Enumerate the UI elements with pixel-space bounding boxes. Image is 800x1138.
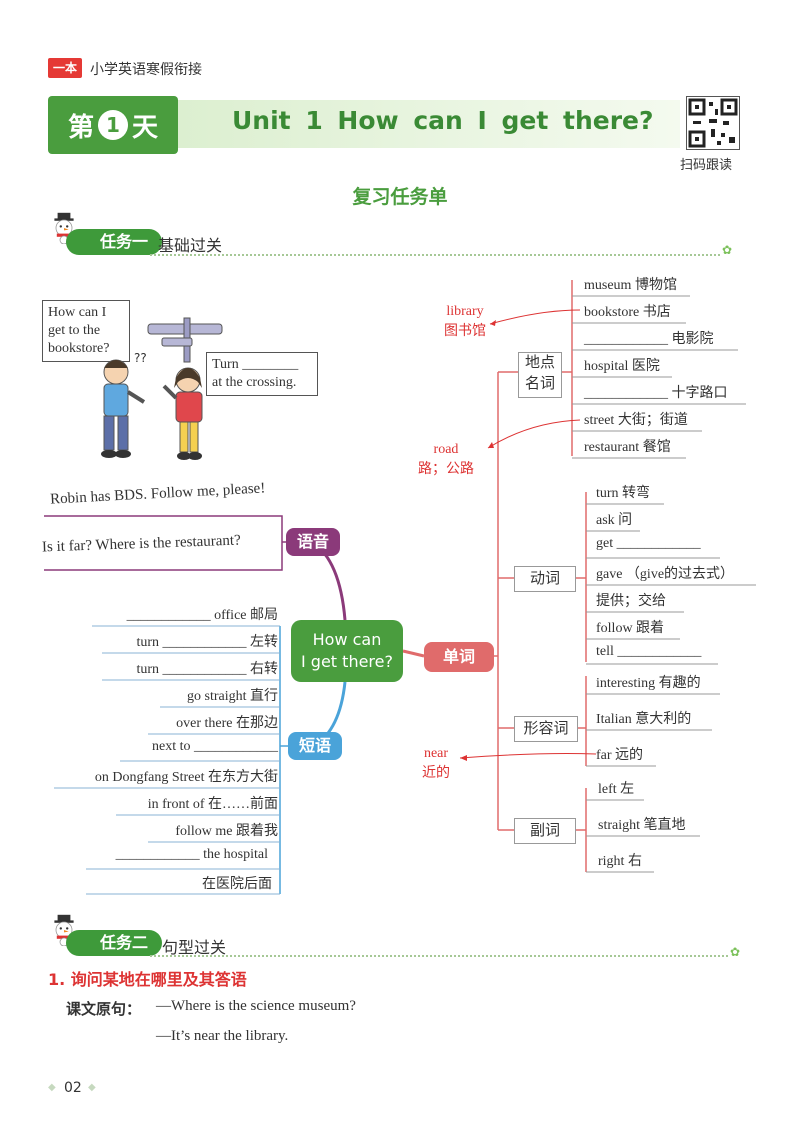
phrase-item: turn ____________ 右转 xyxy=(136,662,278,677)
document-title: 复习任务单 xyxy=(352,186,448,208)
phrase-item: 在医院后面 xyxy=(202,877,272,892)
qr-label: 扫码跟读 xyxy=(680,158,733,173)
bubble-line: at the crossing. xyxy=(212,375,297,390)
category-place-nouns: 地点 名词 xyxy=(518,352,562,398)
question-marks: ?? xyxy=(134,351,147,365)
note-zh: 路；公路 xyxy=(418,462,474,477)
note-en: road xyxy=(433,442,459,457)
phrase-item: follow me 跟着我 xyxy=(175,824,278,839)
day-prefix: 第 xyxy=(67,112,94,143)
flower-icon: ✿ xyxy=(730,945,741,959)
node-phrases: 短语 xyxy=(288,732,342,760)
note-en: near xyxy=(423,746,449,761)
category-verbs: 动词 xyxy=(514,566,576,592)
word-item: museum 博物馆 xyxy=(584,278,677,293)
sentence-line-1: —Where is the science museum? xyxy=(156,998,356,1014)
word-item: left 左 xyxy=(598,782,635,797)
category-line: 地点 xyxy=(524,355,555,371)
word-item: restaurant 餐馆 xyxy=(584,440,671,455)
word-item: interesting 有趣的 xyxy=(596,676,701,691)
word-item: ask 问 xyxy=(596,513,633,528)
dot-ornament-icon: ◆ xyxy=(48,1082,56,1093)
brand-logo: 一本 xyxy=(48,58,82,78)
phrase-item: in front of 在……前面 xyxy=(147,797,278,812)
node-words: 单词 xyxy=(424,642,494,672)
mindmap-center-node: How can I get there? xyxy=(291,620,403,682)
word-item: far 远的 xyxy=(596,748,644,763)
phrase-item: turn ____________ 左转 xyxy=(136,635,278,650)
category-adverbs: 副词 xyxy=(514,818,576,844)
unit-title: Unit 1 How can I get there? xyxy=(232,106,654,135)
word-item: Italian 意大利的 xyxy=(596,712,692,727)
note-road: road 路；公路 xyxy=(418,440,474,480)
bubble-line: get to the xyxy=(48,323,101,338)
day-suffix: 天 xyxy=(132,112,159,143)
center-line-2: I get there? xyxy=(301,652,393,671)
word-item: right 右 xyxy=(598,854,642,869)
note-library: library 图书馆 xyxy=(444,302,486,342)
category-line: 名词 xyxy=(524,376,555,392)
phrase-item: on Dongfang Street 在东方大街 xyxy=(94,770,278,785)
word-item: get ____________ xyxy=(596,536,701,551)
series-title: 小学英语寒假衔接 xyxy=(90,62,202,78)
phrase-item: go straight 直行 xyxy=(187,689,278,704)
word-item: 提供；交给 xyxy=(596,594,666,609)
flower-icon: ✿ xyxy=(722,243,733,257)
title-banner xyxy=(178,100,680,148)
day-number: 1 xyxy=(98,110,128,140)
qr-code-icon[interactable] xyxy=(686,96,740,150)
task1-pill: 任务一 xyxy=(66,229,163,255)
speech-bubble-left: How can I get to the bookstore? xyxy=(42,300,130,362)
note-zh: 图书馆 xyxy=(444,324,486,339)
node-phonics: 语音 xyxy=(286,528,340,556)
word-item: ____________ 电影院 xyxy=(584,332,714,347)
phrase-item: over there 在那边 xyxy=(176,716,278,731)
phrase-item: ____________ office 邮局 xyxy=(126,608,278,623)
task1-label: 基础过关 xyxy=(158,236,223,255)
section-title: 1. 询问某地在哪里及其答语 xyxy=(48,970,247,989)
word-item: tell ____________ xyxy=(596,644,702,659)
speech-bubble-right: Turn ________ at the crossing. xyxy=(206,352,318,396)
dot-ornament-icon: ◆ xyxy=(88,1082,96,1093)
children-illustration: ?? xyxy=(92,314,282,478)
word-item: turn 转弯 xyxy=(596,486,651,501)
word-item: follow 跟着 xyxy=(596,621,665,636)
word-item: ____________ 十字路口 xyxy=(584,386,728,401)
task2-label: 句型过关 xyxy=(162,938,227,957)
day-badge: 第 1 天 xyxy=(48,96,178,154)
mindmap-connectors xyxy=(44,280,756,895)
bubble-line: How can I xyxy=(48,305,107,320)
word-item: straight 笔直地 xyxy=(598,818,686,833)
page-number: 02 xyxy=(64,1080,82,1096)
sentence-line-2: —It’s near the library. xyxy=(156,1028,289,1044)
task2-pill: 任务二 xyxy=(66,930,163,956)
note-en: library xyxy=(446,304,484,319)
center-line-1: How can xyxy=(312,630,382,649)
note-zh: 近的 xyxy=(422,766,450,781)
word-item: bookstore 书店 xyxy=(584,305,671,320)
bubble-line: bookstore? xyxy=(48,341,110,356)
phrase-item: ____________ the hospital xyxy=(115,847,268,862)
word-item: hospital 医院 xyxy=(584,359,660,374)
phrase-item: next to ____________ xyxy=(152,739,278,754)
task2-divider xyxy=(150,955,728,957)
text-sentence-label: 课文原句： xyxy=(66,1000,142,1018)
word-item: gave （give的过去式） xyxy=(596,567,735,582)
bubble-line: Turn ________ xyxy=(212,357,299,372)
note-near: near 近的 xyxy=(422,744,450,784)
word-item: street 大街；街道 xyxy=(584,413,688,428)
category-adjectives: 形容词 xyxy=(514,716,578,742)
task1-divider xyxy=(150,254,720,256)
